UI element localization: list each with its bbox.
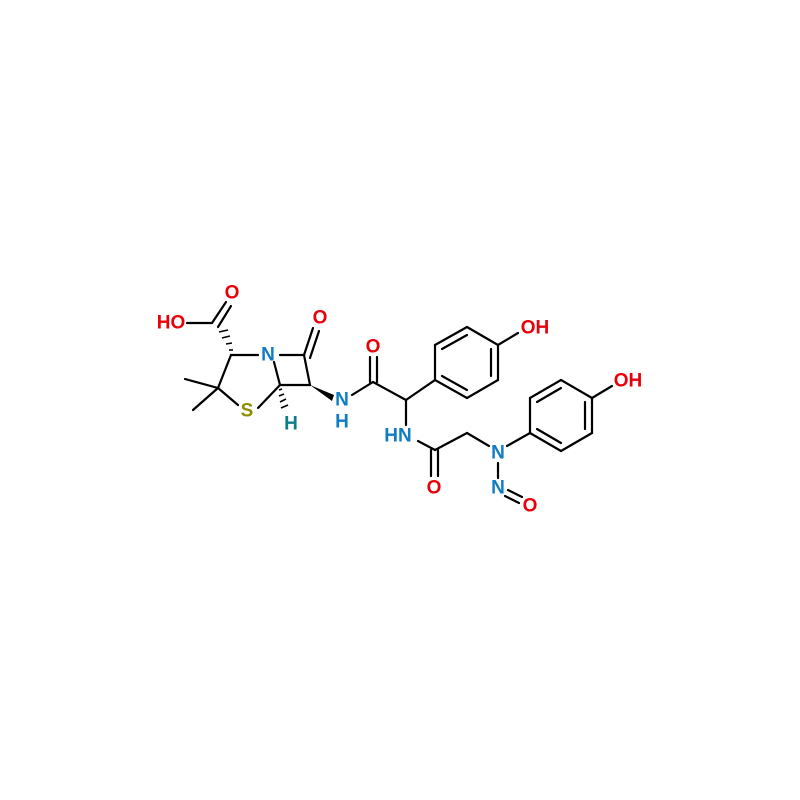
hash-c5-h: [278, 388, 289, 409]
bond-ring2-b: [528, 378, 563, 400]
bond-ring1-inner-a: [440, 333, 469, 351]
bond-ring1-b: [433, 325, 469, 347]
wedge-c6-n: [310, 385, 334, 401]
atom-bridgehead-h: H: [284, 414, 298, 435]
bond-ring1-e: [465, 378, 500, 400]
bond-n-c5: [272, 360, 282, 387]
bond-n-o-double-b: [506, 488, 524, 499]
bond-ring2-e: [559, 431, 594, 453]
bond-c7-o-double-b: [308, 329, 321, 360]
atom-labels: HO O N O S H N H O OH HN O N N O OH: [157, 283, 643, 517]
bond-ring1-f: [433, 378, 469, 400]
bond-ring1-oh: [496, 331, 520, 347]
hash-c2-cooh: [218, 329, 233, 351]
bond-s-c5: [256, 383, 282, 410]
atom-amine-n: N: [491, 443, 505, 464]
bonds: [183, 300, 614, 505]
atom-amide1-n: N: [335, 390, 349, 411]
atom-beta-lactam-n: N: [261, 345, 275, 366]
bond-c2-c3: [216, 353, 233, 390]
atom-beta-lactam-o: O: [313, 308, 328, 329]
bond-ring2-f: [528, 431, 563, 453]
bond-c7-c6: [302, 353, 312, 387]
bond-n-ring2: [505, 431, 532, 448]
bond-c3-methyl-a: [183, 377, 220, 390]
bond-ring1-inner-c: [440, 374, 469, 392]
atom-amide1-h: H: [335, 412, 349, 433]
bond-ring1-c: [465, 325, 500, 347]
atom-phenol2-oh: OH: [614, 371, 643, 392]
bond-nh-c: [416, 439, 437, 452]
bond-cooh-c-o-double-a: [210, 300, 228, 325]
bond-namide1-c: [350, 380, 375, 397]
bond-ring2-c: [559, 378, 594, 400]
atom-thiazolidine-s: S: [241, 401, 254, 422]
bond-ring2-inner-a: [535, 386, 563, 404]
atom-carboxyl-oh: HO: [157, 313, 186, 334]
atom-amide1-o: O: [366, 337, 381, 358]
bond-cooh-c-o-double-b: [216, 304, 233, 329]
atom-nitroso-n: N: [491, 478, 505, 499]
atom-carboxyl-o: O: [225, 283, 240, 304]
bond-calpha-ring1: [404, 378, 437, 402]
bond-c7-o-double-a: [302, 326, 315, 357]
bond-n-o-double-a: [503, 494, 521, 505]
bond-ring2-inner-c: [535, 427, 563, 445]
stereo-bonds: [218, 329, 334, 409]
bond-amide2-c-ch2: [433, 431, 469, 452]
atom-amide2-o: O: [427, 478, 442, 499]
bond-ch2-n: [465, 431, 491, 448]
atom-amide2-nh: HN: [384, 426, 411, 447]
bond-ring2-oh: [590, 384, 614, 400]
bond-amide1-c-calpha: [371, 380, 408, 402]
bond-c3-methyl-b: [191, 386, 220, 412]
atom-nitroso-o: O: [523, 496, 538, 517]
bond-c3-s: [216, 386, 240, 407]
atom-phenol1-oh: OH: [521, 318, 550, 339]
